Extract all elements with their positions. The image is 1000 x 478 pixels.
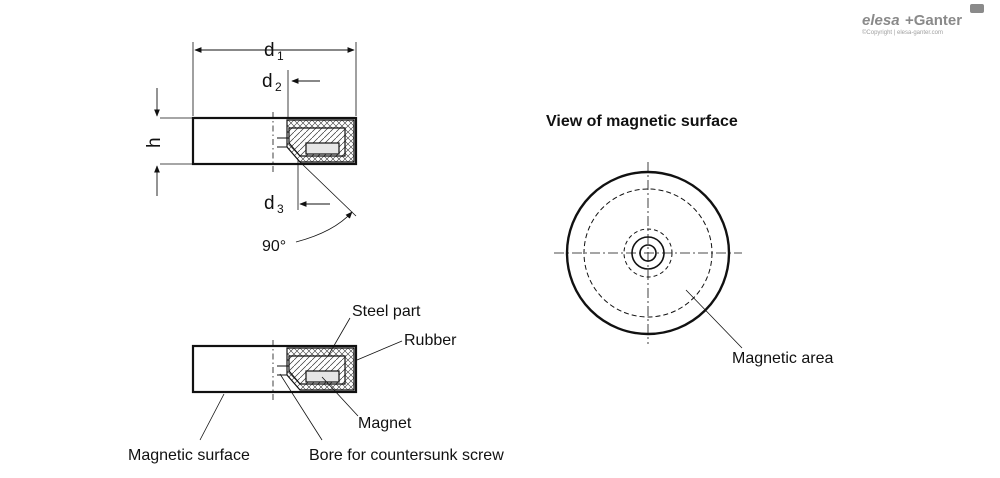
bore-circle (639, 244, 657, 262)
d3-label: d (264, 193, 275, 214)
angle-extension (299, 161, 357, 217)
d2-subscript: 2 (275, 80, 282, 94)
magnet-region-bottom (305, 370, 340, 383)
magnetic-surface-leader (199, 393, 225, 441)
bore-lines (277, 137, 287, 148)
magnet-label: Magnet (358, 415, 412, 432)
magnetic-area-circle (583, 188, 713, 318)
steel-part-label: Steel part (352, 303, 421, 320)
brand-logo: elesa +Ganter ©Copyright | elesa-ganter.… (862, 4, 984, 36)
bore-lines-bottom (277, 365, 287, 376)
rubber-leader (356, 340, 403, 361)
d2-label: d (262, 71, 273, 92)
brand-name-part1: elesa (862, 12, 900, 29)
d1-label: d (264, 40, 275, 61)
magnetic-surface-view: View of magnetic surface Magnetic area (546, 113, 833, 367)
brand-copyright: ©Copyright | elesa-ganter.com (862, 29, 943, 36)
view-title: View of magnetic surface (546, 113, 738, 130)
h-label: h (144, 137, 165, 148)
inner-dashed-circle (623, 228, 673, 278)
brand-badge-icon (970, 4, 984, 13)
section-view-top: d 1 d 2 h d 3 90° (144, 40, 358, 255)
outer-circle (565, 170, 731, 336)
steel-part-leader (327, 317, 351, 357)
section-view-bottom: Steel part Rubber Magnet Magnetic surfac… (128, 303, 504, 464)
magnetic-area-leader (685, 289, 743, 349)
magnetic-area-label: Magnetic area (732, 350, 833, 367)
brand-name-part2: +Ganter (905, 12, 962, 29)
d1-subscript: 1 (277, 49, 284, 63)
magnetic-surface-label: Magnetic surface (128, 447, 250, 464)
bore-label: Bore for countersunk screw (309, 447, 504, 464)
magnet-region (305, 142, 340, 155)
bore-leader (279, 373, 323, 441)
angle-arc (295, 211, 353, 243)
rubber-label: Rubber (404, 332, 457, 349)
countersink-circle (631, 236, 665, 270)
d3-subscript: 3 (277, 202, 284, 216)
magnet-leader (321, 376, 359, 417)
angle-label: 90° (262, 238, 286, 255)
